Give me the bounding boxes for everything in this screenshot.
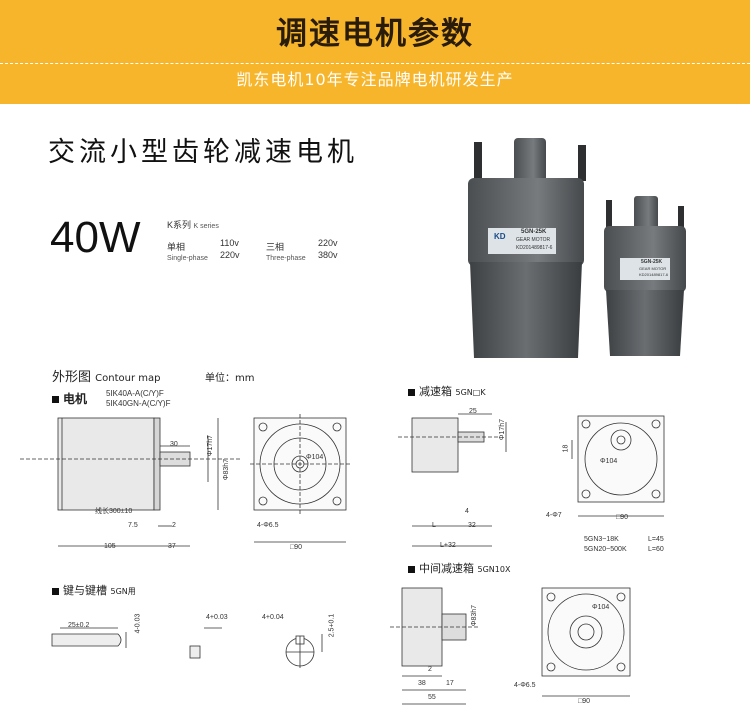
big-nameplate-sub: GEAR MOTOR bbox=[516, 237, 551, 243]
gb-ratio-2-model: 5GN20~500K bbox=[584, 546, 627, 553]
power-rating: 40W bbox=[50, 213, 141, 262]
gb-ratio-1-model: 5GN3~18K bbox=[584, 536, 619, 543]
big-nameplate-serial: KD201489817-6 bbox=[516, 245, 553, 251]
dim-37: 37 bbox=[168, 543, 176, 550]
dim-holes: 4-Φ6.5 bbox=[257, 522, 279, 529]
gb-dim-holes: 4-Φ7 bbox=[546, 512, 562, 519]
single-phase-v2: 220v bbox=[220, 250, 240, 260]
kd-logo-icon: KD bbox=[494, 232, 506, 241]
gb-dim-shaft: Φ17h7 bbox=[499, 418, 507, 441]
three-phase-en: Three-phase bbox=[266, 255, 306, 262]
gb-dim-25: 25 bbox=[469, 408, 477, 415]
single-phase-en: Single-phase bbox=[167, 255, 208, 262]
mid-dim-2: 2 bbox=[428, 666, 432, 673]
dim-shaft-dia: Φ17h7 bbox=[207, 434, 215, 457]
gb-dim-L: L bbox=[432, 522, 436, 529]
gb-dim-32: 32 bbox=[468, 522, 476, 529]
three-phase-v2: 380v bbox=[318, 250, 338, 260]
header-banner: 调速电机参数 凯东电机10年专注品牌电机研发生产 bbox=[0, 0, 750, 104]
series-label: K系列 K series bbox=[167, 220, 219, 230]
mid-dim-55: 55 bbox=[428, 694, 436, 701]
banner-subtitle: 凯东电机10年专注品牌电机研发生产 bbox=[236, 70, 514, 89]
mid-dim-holes: 4-Φ6.5 bbox=[514, 682, 536, 689]
gb-dim-square: □90 bbox=[616, 514, 629, 521]
unit-label: 单位：mm bbox=[205, 373, 255, 384]
mid-dim-pcd: Φ104 bbox=[592, 604, 610, 611]
small-nameplate-sub: GEAR MOTOR bbox=[639, 266, 667, 271]
gb-ratio-2-L: L=60 bbox=[648, 546, 664, 553]
gb-ratio-1-L: L=45 bbox=[648, 536, 664, 543]
mid-dim-pilot: Φ83h7 bbox=[471, 604, 479, 627]
dim-pcd: Φ104 bbox=[306, 454, 324, 461]
banner-divider bbox=[0, 63, 750, 64]
motor-model-1: 5IK40A-A(C/Y)F bbox=[106, 389, 164, 398]
three-phase-v1: 220v bbox=[318, 238, 338, 248]
motor-model-2: 5IK40GN-A(C/Y)F bbox=[106, 399, 171, 408]
gearbox-heading: 减速箱 5GN□K bbox=[408, 383, 486, 399]
three-phase-cn: 三相 bbox=[266, 242, 285, 252]
dim-square: □90 bbox=[290, 544, 303, 551]
mid-dim-38: 38 bbox=[418, 680, 426, 687]
dim-lead-length: 线长300±10 bbox=[95, 508, 133, 515]
key-section-heading: 键与键槽 5GN用 bbox=[52, 582, 136, 598]
dim-30: 30 bbox=[170, 441, 178, 448]
mid-gearbox-heading: 中间减速箱 5GN10X bbox=[408, 560, 510, 576]
single-phase-v1: 110v bbox=[220, 238, 239, 248]
gb-dim-18: 18 bbox=[562, 444, 570, 453]
big-nameplate-model: 5GN-25K bbox=[521, 229, 547, 235]
dim-105: 105 bbox=[104, 543, 116, 550]
dim-7-5: 7.5 bbox=[128, 522, 138, 529]
key-dim-4a: 4-0.03 bbox=[134, 613, 142, 634]
key-dim-4c: 4+0.04 bbox=[262, 614, 284, 621]
gb-dim-4: 4 bbox=[465, 508, 469, 515]
key-dim-25: 25±0.2 bbox=[68, 622, 90, 629]
contour-heading: 外形图 Contour map bbox=[52, 370, 161, 385]
key-dim-2-5: 2.5+0.1 bbox=[328, 613, 336, 638]
dim-pilot-dia: Φ83h7 bbox=[223, 458, 231, 481]
gb-dim-pcd: Φ104 bbox=[600, 458, 618, 465]
product-title: 交流小型齿轮减速电机 bbox=[48, 137, 358, 168]
mid-dim-17: 17 bbox=[446, 680, 454, 687]
small-nameplate-model: 5GN-25K bbox=[641, 259, 663, 265]
gb-dim-L32: L+32 bbox=[440, 542, 456, 549]
dim-2: 2 bbox=[172, 522, 176, 529]
motor-section-label: 电机 bbox=[52, 390, 87, 407]
key-dim-4b: 4+0.03 bbox=[206, 614, 228, 621]
single-phase-cn: 单相 bbox=[167, 242, 186, 252]
mid-dim-square: □90 bbox=[578, 698, 591, 705]
banner-title: 调速电机参数 bbox=[276, 16, 474, 52]
small-nameplate-serial: KD201489817-6 bbox=[639, 272, 669, 277]
